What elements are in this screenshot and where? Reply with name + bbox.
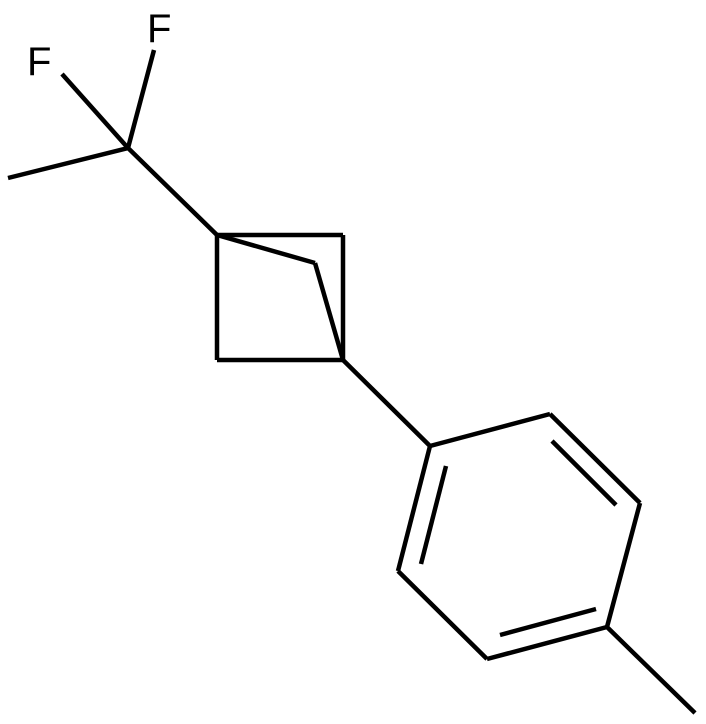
bond-cf2-f-left — [60, 72, 130, 150]
bond-ring-2 — [548, 412, 642, 505]
bond-cage-bridge-lower — [312, 262, 346, 361]
bond-ring-inner-a — [550, 439, 618, 507]
bond-phenyl-methyl — [605, 625, 697, 715]
bond-cf2-bridgehead — [126, 146, 219, 237]
bond-methyl-cf2 — [7, 145, 129, 181]
bond-cage-bridge-upper — [216, 232, 316, 266]
bond-ring-4 — [486, 624, 608, 662]
bond-ring-3 — [604, 502, 643, 628]
bond-ring-6 — [395, 445, 433, 572]
bond-ring-5 — [396, 569, 489, 661]
bond-ring-1 — [429, 411, 551, 449]
fluorine-label-left: F — [27, 40, 51, 84]
bond-cage-phenyl — [341, 358, 432, 448]
bond-ring-inner-c — [418, 465, 449, 565]
bond-cf2-f-top — [125, 49, 157, 149]
fluorine-label-top: F — [147, 7, 171, 51]
bond-ring-inner-b — [499, 606, 597, 638]
